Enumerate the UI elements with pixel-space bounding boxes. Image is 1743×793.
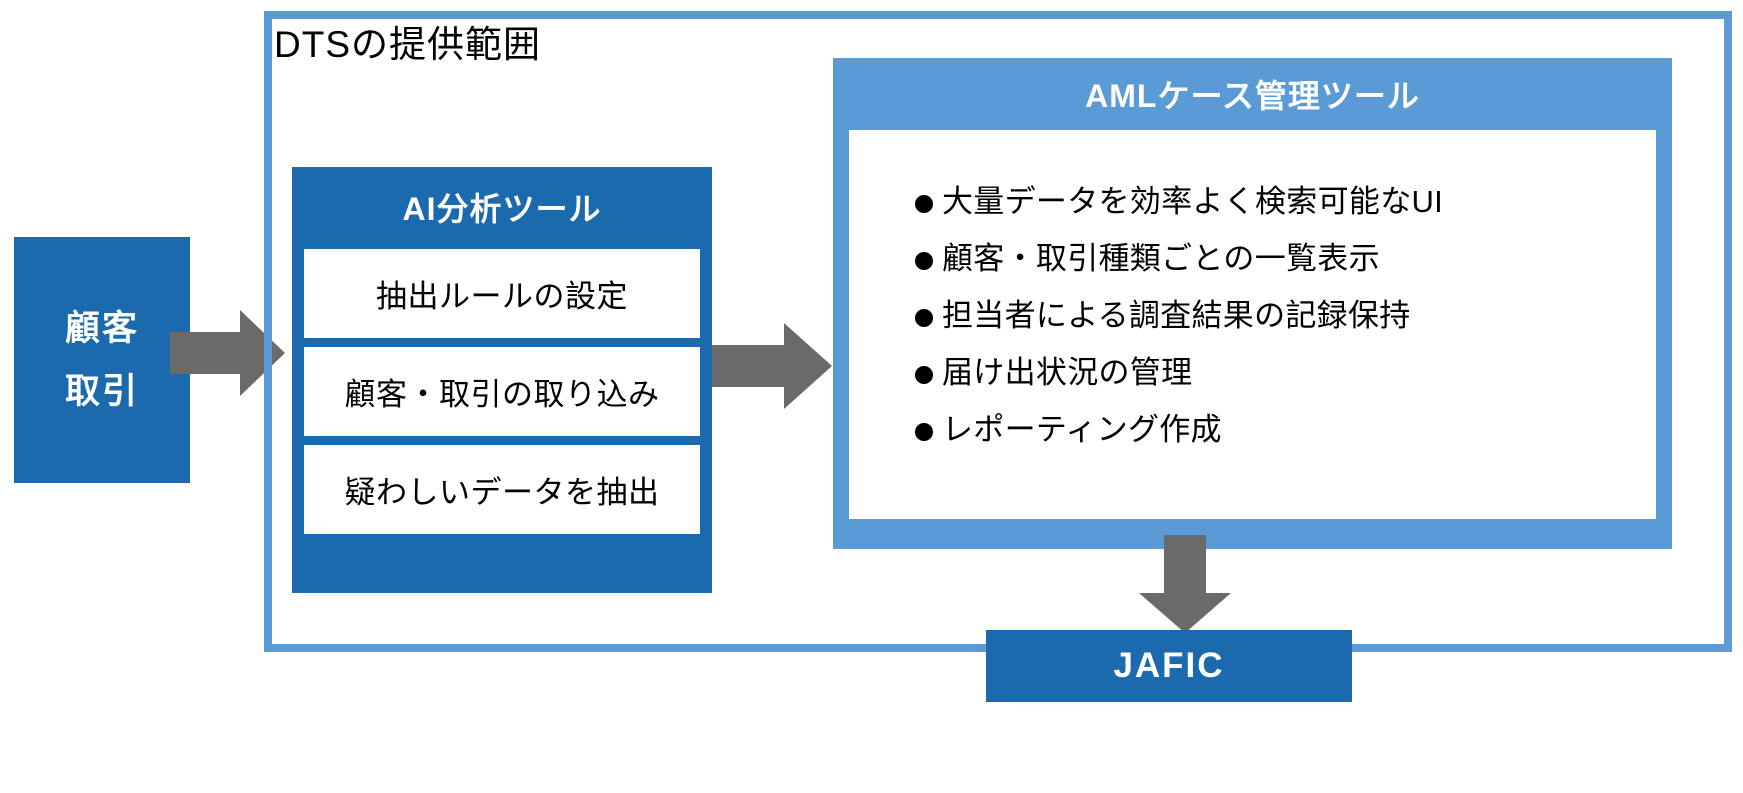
ai-tool-row: 抽出ルールの設定 <box>304 249 700 338</box>
aml-feature-item: 届け出状況の管理 <box>915 357 1656 388</box>
ai-analysis-tool-box: AI分析ツール 抽出ルールの設定 顧客・取引の取り込み 疑わしいデータを抽出 <box>292 167 712 593</box>
arrow-shaft <box>170 332 240 374</box>
ai-analysis-tool-rows: 抽出ルールの設定 顧客・取引の取り込み 疑わしいデータを抽出 <box>304 249 700 534</box>
source-label-line-1: 顧客 <box>64 309 139 348</box>
bullet-icon <box>915 252 933 270</box>
source-label-line-2: 取引 <box>64 372 139 411</box>
bullet-icon <box>915 309 933 327</box>
aml-feature-panel: 大量データを効率よく検索可能なUI 顧客・取引種類ごとの一覧表示 担当者による調… <box>849 130 1656 519</box>
bullet-icon <box>915 423 933 441</box>
aml-feature-label: 顧客・取引種類ごとの一覧表示 <box>942 241 1380 276</box>
arrow-head <box>784 323 832 409</box>
aml-feature-item: 顧客・取引種類ごとの一覧表示 <box>915 243 1656 274</box>
arrow-aml-to-jafic-icon <box>1139 535 1231 633</box>
customer-transaction-source-box: 顧客 取引 <box>14 237 190 483</box>
aml-feature-label: 担当者による調査結果の記録保持 <box>942 298 1411 333</box>
aml-feature-item: レポーティング作成 <box>915 414 1656 445</box>
aml-feature-list: 大量データを効率よく検索可能なUI 顧客・取引種類ごとの一覧表示 担当者による調… <box>915 186 1656 445</box>
bullet-icon <box>915 195 933 213</box>
ai-tool-row: 疑わしいデータを抽出 <box>304 445 700 534</box>
aml-feature-label: 大量データを効率よく検索可能なUI <box>942 184 1444 219</box>
aml-feature-label: 届け出状況の管理 <box>942 355 1193 390</box>
jafic-destination-box: JAFIC <box>986 630 1352 702</box>
arrow-source-to-ai-icon <box>170 310 285 396</box>
arrow-shaft <box>712 345 784 387</box>
ai-analysis-tool-title: AI分析ツール <box>402 191 602 227</box>
aml-feature-label: レポーティング作成 <box>942 412 1222 447</box>
aml-case-management-tool-box: AMLケース管理ツール 大量データを効率よく検索可能なUI 顧客・取引種類ごとの… <box>833 58 1672 549</box>
aml-feature-item: 大量データを効率よく検索可能なUI <box>915 186 1656 217</box>
dts-scope-title: DTSの提供範囲 <box>274 24 541 65</box>
arrow-ai-to-aml-icon <box>712 323 832 409</box>
ai-tool-row: 顧客・取引の取り込み <box>304 347 700 436</box>
jafic-label: JAFIC <box>1113 646 1225 685</box>
arrow-head <box>240 310 285 396</box>
arrow-head <box>1139 593 1231 633</box>
aml-feature-item: 担当者による調査結果の記録保持 <box>915 300 1656 331</box>
arrow-shaft <box>1164 535 1206 595</box>
bullet-icon <box>915 366 933 384</box>
aml-case-management-tool-title: AMLケース管理ツール <box>1085 78 1420 114</box>
